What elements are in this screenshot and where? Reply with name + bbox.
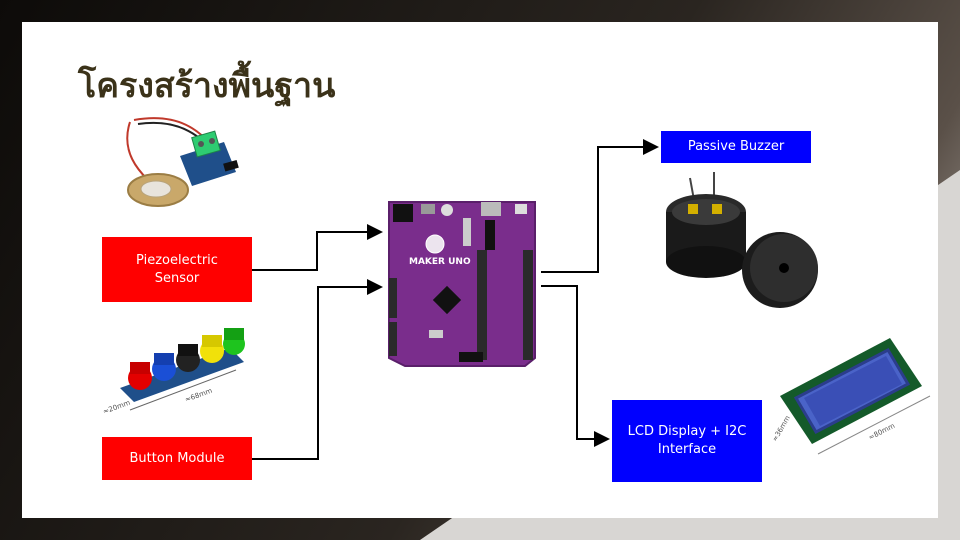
- piezoelectric-sensor-box: Piezoelectric Sensor: [102, 237, 252, 302]
- board-label: MAKER UNO: [409, 257, 471, 267]
- maker-uno-board-image: MAKER UNO: [388, 201, 536, 367]
- lcd-display-box: LCD Display + I2C Interface: [612, 400, 762, 482]
- wire-button-to-board: [252, 279, 383, 460]
- button-module-box: Button Module: [102, 437, 252, 480]
- wire-board-to-buzzer: [541, 139, 659, 273]
- passive-buzzer-box: Passive Buzzer: [661, 131, 811, 163]
- passive-buzzer-label: Passive Buzzer: [687, 139, 785, 154]
- lcd-display-label: LCD Display + I2C Interface: [627, 424, 747, 457]
- wire-board-to-lcd: [541, 285, 610, 447]
- lcd-display-image: ≈80mm ≈36mm: [771, 338, 931, 455]
- button-module-image: ≈68mm ≈20mm: [102, 328, 245, 416]
- button-module-label: Button Module: [129, 450, 225, 466]
- piezo-sensor-image: [126, 117, 239, 207]
- passive-buzzer-image: [666, 172, 818, 308]
- slide-title: โครงสร้างพื้นฐาน: [78, 66, 336, 106]
- wire-piezo-to-board: [252, 224, 383, 271]
- piezoelectric-sensor-label: Piezoelectric Sensor: [136, 252, 218, 286]
